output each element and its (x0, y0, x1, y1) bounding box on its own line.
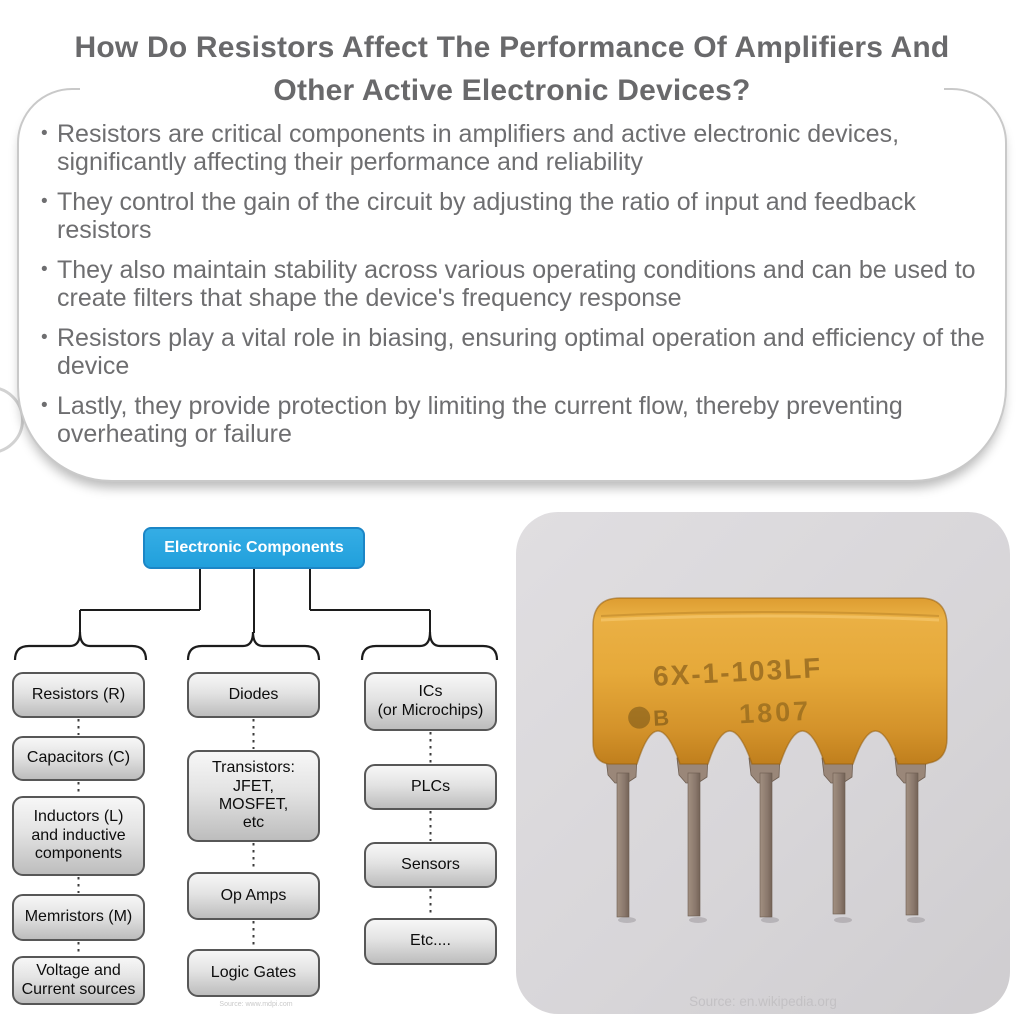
photo-source-caption: Source: en.wikipedia.org (689, 994, 837, 1009)
flowchart-box-etc: Etc.... (364, 918, 497, 965)
flowchart-box-logicgates: Logic Gates (187, 949, 320, 997)
manufacturer-logo-icon (628, 706, 651, 729)
resistor-network-illustration: 6X-1-103LF B 1807 Source: en.wikipedia.o… (592, 597, 948, 1009)
component-flowchart: Electronic Components Resistors (R) Capa… (0, 512, 512, 1024)
pin (676, 754, 709, 917)
bullet-item: Lastly, they provide protection by limit… (40, 392, 998, 448)
connector-lines (79, 569, 431, 633)
pin (605, 754, 638, 918)
bullet-list: Resistors are critical components in amp… (40, 120, 998, 460)
flowchart-box-sources: Voltage and Current sources (12, 956, 145, 1005)
flowchart-box-capacitors: Capacitors (C) (12, 736, 145, 781)
pin (748, 754, 781, 918)
flowchart-box-inductors: Inductors (L) and inductive components (12, 796, 145, 876)
flowchart-box-transistors: Transistors: JFET, MOSFET, etc (187, 750, 320, 842)
bullet-item: They also maintain stability across vari… (40, 256, 998, 312)
flowchart-box-diodes: Diodes (187, 672, 320, 718)
pin (894, 754, 927, 916)
flowchart-box-memristors: Memristors (M) (12, 894, 145, 941)
flowchart-source-caption: Source: www.mdpi.com (219, 1001, 293, 1008)
body-seam-line (600, 611, 940, 617)
brace-brackets (13, 631, 499, 661)
flowchart-connectors (13, 569, 499, 955)
bullet-item: Resistors are critical components in amp… (40, 120, 998, 176)
resistor-body (592, 597, 948, 765)
bullet-item: Resistors play a vital role in biasing, … (40, 324, 998, 380)
bubble-top-mask (80, 85, 944, 94)
flowchart-box-resistors: Resistors (R) (12, 672, 145, 718)
flowchart-root-box: Electronic Components (143, 527, 365, 569)
marking-logo-letter: B (653, 705, 670, 731)
page-title: How Do Resistors Affect The Performance … (74, 31, 950, 107)
flowchart-box-opamps: Op Amps (187, 872, 320, 920)
dotted-links (77, 719, 432, 955)
resistor-pins (605, 754, 927, 918)
bullet-item: They control the gain of the circuit by … (40, 188, 998, 244)
flowchart-box-sensors: Sensors (364, 842, 497, 888)
flowchart-box-plcs: PLCs (364, 764, 497, 810)
flowchart-box-ics: ICs (or Microchips) (364, 672, 497, 731)
body-highlight-line (600, 614, 940, 622)
pin (821, 754, 854, 915)
pin-shadows (618, 917, 925, 923)
marking-date-code: 1807 (738, 696, 812, 730)
resistor-photo: 6X-1-103LF B 1807 Source: en.wikipedia.o… (516, 512, 1010, 1014)
